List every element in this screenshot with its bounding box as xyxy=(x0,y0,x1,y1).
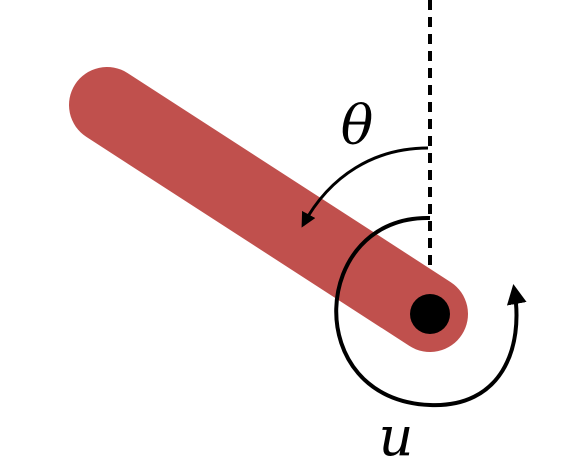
angle-label: θ xyxy=(341,94,374,157)
pendulum-rod xyxy=(69,67,468,352)
pivot-point xyxy=(410,294,450,334)
torque-arrow xyxy=(334,215,527,408)
angle-arrow xyxy=(301,146,429,228)
torque-label: u xyxy=(379,405,414,468)
